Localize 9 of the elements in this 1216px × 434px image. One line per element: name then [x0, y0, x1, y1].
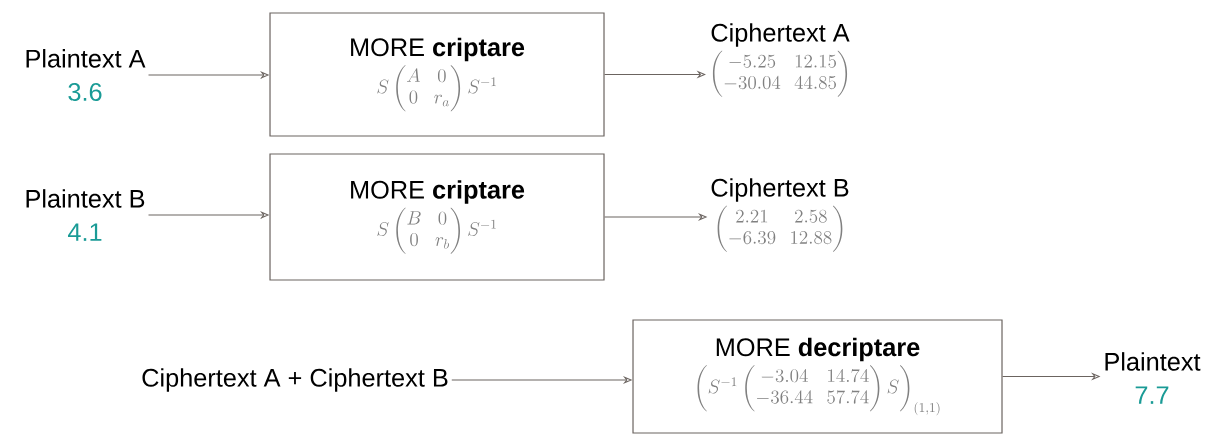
process-box: MORE decriptare $\left(S^{-1}\begin{pmatrix}-3.04 & 14.74\\ -36.44 & 57.74\end{pmatrix}S\right)_{(1,1)}$: [632, 319, 1003, 434]
output-label: Ciphertext A $\begin{pmatrix}-5.25 & 12.15\\ -30.04 & 44.85\end{pmatrix}$: [711, 23, 850, 97]
process-box: MORE criptare $S\begin{pmatrix}B & 0\\ 0 & r_b\end{pmatrix}S^{-1}$: [269, 153, 605, 281]
output-label: Plaintext 7.7: [1105, 352, 1201, 404]
output-label: Ciphertext B $\begin{pmatrix}2.21 & 2.58\\ -6.39 & 12.88\end{pmatrix}$: [711, 178, 849, 252]
input-label: Plaintext A 3.6: [26, 49, 146, 101]
input-label: Plaintext B 4.1: [26, 189, 145, 241]
input-label: Ciphertext A + Ciphertext B: [142, 368, 448, 392]
process-box: MORE criptare $S\begin{pmatrix}A & 0\\ 0 & r_a\end{pmatrix}S^{-1}$: [269, 12, 605, 137]
